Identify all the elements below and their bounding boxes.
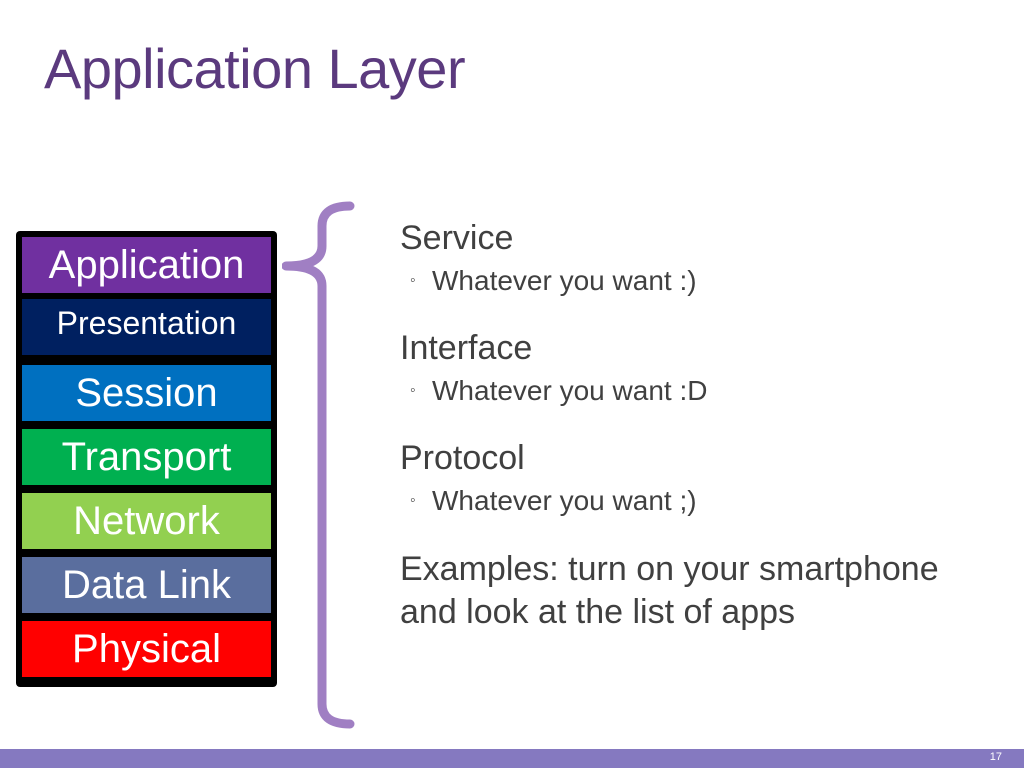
- osi-layer-stack: Application Presentation Session Transpo…: [16, 231, 277, 687]
- content-list: Service ◦ Whatever you want :) Interface…: [400, 218, 1000, 634]
- protocol-group: Protocol ◦ Whatever you want ;): [400, 438, 1000, 518]
- layer-data-link: Data Link: [22, 557, 271, 613]
- service-heading: Service: [400, 219, 514, 257]
- interface-subitem: ◦ Whatever you want :D: [410, 374, 1000, 408]
- layer-application-label: Application: [48, 242, 245, 287]
- layer-application: Application: [22, 237, 271, 293]
- layer-physical-label: Physical: [72, 626, 221, 671]
- interface-heading: Interface: [400, 329, 533, 367]
- interface-group: Interface ◦ Whatever you want :D: [400, 328, 1000, 408]
- layer-network: Network: [22, 493, 271, 549]
- hollow-bullet-icon: ◦: [410, 492, 416, 509]
- layer-session-label: Session: [75, 370, 218, 415]
- protocol-subitem-text: Whatever you want ;): [432, 485, 697, 516]
- slide-title: Application Layer: [44, 37, 466, 100]
- interface-subitem-text: Whatever you want :D: [432, 375, 708, 406]
- protocol-heading: Protocol: [400, 439, 525, 477]
- protocol-subitem: ◦ Whatever you want ;): [410, 484, 1000, 518]
- layer-data-link-label: Data Link: [62, 562, 231, 607]
- examples-line-2: and look at the list of apps: [400, 593, 796, 631]
- service-subitem: ◦ Whatever you want :): [410, 264, 1000, 298]
- hollow-bullet-icon: ◦: [410, 382, 416, 399]
- curly-brace: [282, 201, 355, 729]
- page-number: 17: [989, 751, 1002, 763]
- layer-transport-label: Transport: [61, 434, 232, 479]
- service-subitem-text: Whatever you want :): [432, 265, 697, 296]
- service-group: Service ◦ Whatever you want :): [400, 218, 1000, 298]
- brace-path: [282, 201, 355, 729]
- footer-bar: [0, 749, 1024, 768]
- hollow-bullet-icon: ◦: [410, 272, 416, 289]
- layer-session: Session: [22, 365, 271, 421]
- layer-network-label: Network: [73, 498, 220, 543]
- layer-physical: Physical: [22, 621, 271, 677]
- examples-line-1: Examples: turn on your smartphone: [400, 550, 939, 588]
- layer-presentation-label: Presentation: [56, 305, 237, 341]
- layer-transport: Transport: [22, 429, 271, 485]
- examples-text: Examples: turn on your smartphone and lo…: [400, 548, 1000, 634]
- layer-presentation: Presentation: [22, 299, 271, 355]
